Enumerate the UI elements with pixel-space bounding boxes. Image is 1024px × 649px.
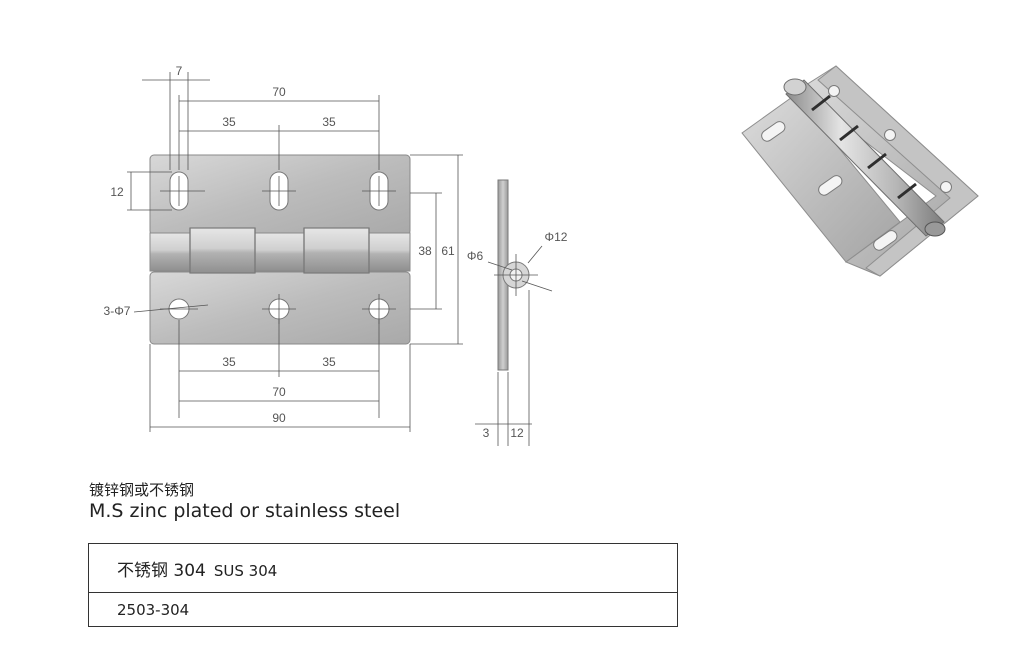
- dim-holes: 3-Φ7: [104, 304, 131, 318]
- render-barrel-top: [783, 78, 807, 96]
- dim-slot-length: 12: [110, 185, 124, 199]
- spec-table: 不锈钢 304 SUS 304 2503-304: [88, 543, 678, 627]
- dim-total-height: 61: [441, 244, 455, 258]
- spec-row-part-number: 2503-304: [88, 592, 678, 627]
- front-view: 7 70 35 35 12 38 61 3-Φ7 35 35 70 90: [104, 64, 463, 432]
- knuckle-barrel: [149, 232, 411, 272]
- material-grade-cn: 不锈钢 304: [117, 560, 206, 581]
- material-caption-english: M.S zinc plated or stainless steel: [89, 500, 401, 522]
- product-render: [741, 65, 979, 277]
- part-number: 2503-304: [88, 592, 678, 627]
- dim-top-pitch-left: 35: [222, 115, 236, 129]
- spec-row-material: 不锈钢 304 SUS 304: [88, 543, 678, 593]
- dim-overall-width: 90: [272, 411, 286, 425]
- spec-material-cell: 不锈钢 304 SUS 304: [88, 543, 678, 593]
- dimension-lines: [127, 72, 463, 432]
- side-dimension-lines: [475, 245, 553, 446]
- technical-drawing: 7 70 35 35 12 38 61 3-Φ7 35 35 70 90 Φ6 …: [104, 64, 979, 446]
- dim-thickness: 3: [483, 426, 490, 440]
- knuckle-segments: [189, 227, 370, 274]
- dim-knuckle-depth: 12: [510, 426, 524, 440]
- side-view: Φ6 Φ12 3 12: [467, 179, 568, 446]
- material-grade-code: SUS 304: [213, 561, 278, 580]
- dim-bottom-pitch-total: 70: [272, 385, 286, 399]
- render-knuckle-gaps: [811, 94, 917, 200]
- dim-leaf-height: 38: [418, 244, 432, 258]
- dim-knuckle-diameter: Φ12: [545, 230, 568, 244]
- render-slots: [761, 85, 952, 251]
- dim-slot-width: 7: [176, 64, 183, 78]
- dim-pin-diameter: Φ6: [467, 249, 484, 263]
- dim-bottom-pitch-right: 35: [322, 355, 336, 369]
- dim-top-pitch-total: 70: [272, 85, 286, 99]
- render-barrel-end: [924, 221, 946, 237]
- material-caption-chinese: 镀锌钢或不锈钢: [89, 481, 195, 499]
- dim-top-pitch-right: 35: [322, 115, 336, 129]
- dim-bottom-pitch-left: 35: [222, 355, 236, 369]
